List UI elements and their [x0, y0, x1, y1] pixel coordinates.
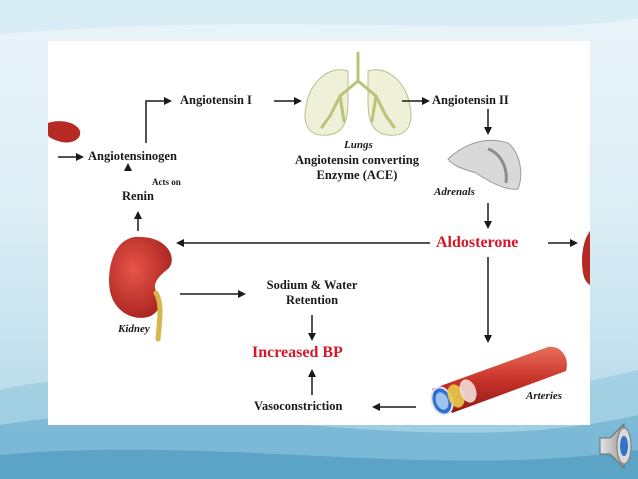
- label-increased-bp: Increased BP: [252, 344, 343, 361]
- kidney-right-icon: [582, 231, 590, 285]
- audio-speaker-icon[interactable]: [596, 420, 636, 472]
- label-kidney: Kidney: [118, 323, 150, 335]
- flow-arrows: [58, 97, 578, 411]
- label-ace-line2: Enzyme (ACE): [316, 168, 398, 182]
- label-ace-line1: Angiotensin converting: [295, 153, 419, 167]
- label-angiotensinogen: Angiotensinogen: [88, 149, 177, 163]
- label-lungs: Lungs: [344, 139, 373, 151]
- label-acts-on: Acts on: [152, 177, 181, 187]
- label-renin: Renin: [122, 189, 154, 203]
- label-sodium-line1: Sodium & Water: [266, 278, 358, 292]
- artery-icon: [430, 346, 567, 416]
- liver-icon: [48, 121, 81, 143]
- kidney-icon: [109, 236, 172, 342]
- label-arteries: Arteries: [526, 390, 563, 402]
- adrenal-gland-icon: [447, 139, 522, 190]
- label-vasoconstriction: Vasoconstriction: [254, 399, 343, 413]
- label-angiotensin-ii: Angiotensin II: [432, 93, 509, 107]
- lungs-icon: [304, 51, 412, 136]
- label-aldosterone: Aldosterone: [436, 234, 519, 251]
- label-sodium-line2: Retention: [285, 293, 339, 307]
- label-angiotensin-i: Angiotensin I: [180, 93, 252, 107]
- diagram-card: Angiotensin I Angiotensin II Lungs Angio…: [48, 41, 590, 425]
- raas-diagram: [48, 51, 590, 416]
- label-adrenals: Adrenals: [434, 186, 475, 198]
